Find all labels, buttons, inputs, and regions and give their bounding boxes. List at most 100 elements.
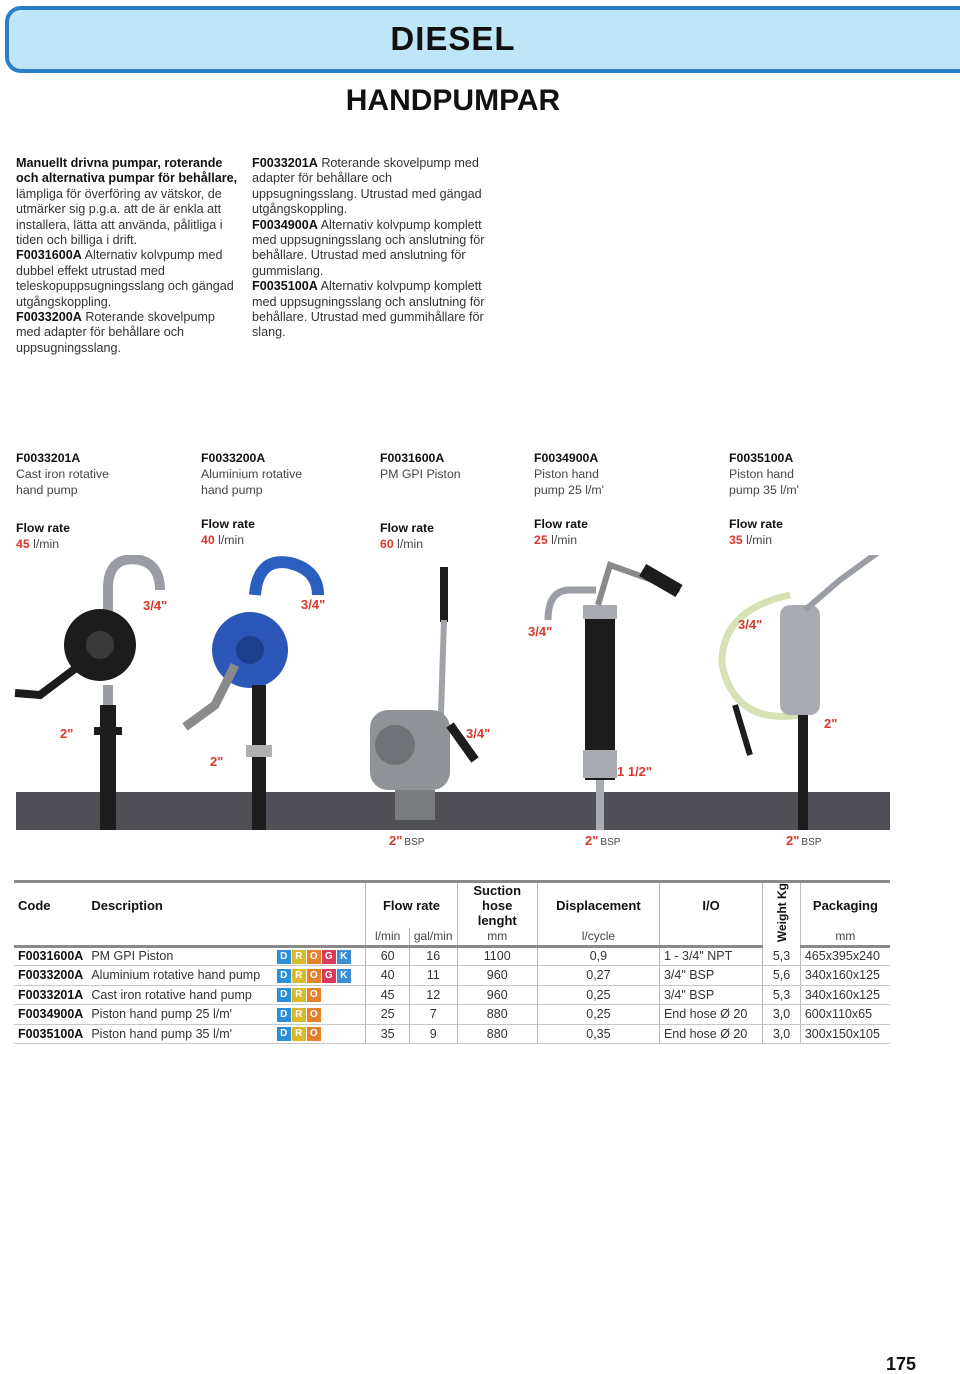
cell-description: Aluminium rotative hand pump: [87, 965, 273, 986]
cell-displacement: 0,35: [536, 1024, 660, 1044]
product-code: F0033201A: [16, 451, 81, 465]
unit-lmin: l/min: [365, 928, 410, 948]
column-header-description: Description: [87, 880, 366, 928]
flow-rate-value: 40 l/min: [201, 532, 302, 548]
cell-packaging: 340x160x125: [799, 965, 890, 986]
cell-suction: 880: [456, 1004, 538, 1025]
inlet-size-label: 2"BSP: [786, 833, 821, 848]
inlet-size-label: 2"BSP: [585, 833, 620, 848]
flow-rate-unit: l/min: [33, 537, 60, 551]
cell-suction: 960: [456, 985, 538, 1005]
cell-packaging: 600x110x65: [799, 1004, 890, 1025]
cell-displacement: 0,25: [536, 985, 660, 1005]
flow-rate-number: 35: [729, 533, 743, 547]
intro-item-code: F0035100A: [252, 279, 318, 294]
cell-displacement: 0,25: [536, 1004, 660, 1025]
weight-header-text: Weight Kg: [774, 883, 789, 942]
thread-type: BSP: [404, 837, 425, 848]
flow-rate-value: 45 l/min: [16, 536, 109, 552]
column-header-weight: Weight Kg: [762, 880, 801, 946]
cell-packaging: 340x160x125: [799, 985, 890, 1005]
cell-weight: 5,3: [762, 946, 801, 966]
cell-code: F0034900A: [14, 1004, 88, 1025]
product-code: F0034900A: [534, 451, 599, 465]
cell-packaging: 300x150x105: [799, 1024, 890, 1044]
flow-rate-number: 60: [380, 537, 394, 551]
cell-displacement: 0,9: [536, 946, 660, 966]
fluid-badge: G: [321, 968, 336, 983]
piston-hand-pump-25-image: [544, 561, 683, 830]
cylinder-size-label: 1 1/2": [617, 764, 653, 779]
fluid-badge: D: [276, 988, 291, 1003]
cell-code: F0035100A: [14, 1024, 88, 1044]
cell-flow-lmin: 25: [365, 1004, 410, 1025]
column-header-code: Code: [14, 880, 88, 928]
cell-weight: 5,6: [762, 965, 801, 986]
flow-rate-unit: l/min: [397, 537, 424, 551]
inlet-size: 2": [389, 833, 403, 848]
weight-unit: Kg: [774, 883, 789, 900]
flow-rate-label: Flow rate: [16, 521, 70, 535]
thread-type: BSP: [600, 837, 621, 848]
title-banner: [5, 6, 960, 73]
column-header-io: I/O: [658, 880, 763, 928]
flow-rate-label: Flow rate: [201, 517, 255, 531]
intro-text-right: F0033201A Roterande skovelpump med adapt…: [252, 156, 492, 341]
intro-item-code: F0033201A: [252, 156, 318, 170]
cell-flow-lmin: 35: [365, 1024, 410, 1044]
cell-weight: 3,0: [762, 1004, 801, 1025]
page-number: 175: [885, 1354, 916, 1374]
unit-suction: mm: [456, 928, 538, 948]
inlet-size-label: 2": [210, 754, 224, 769]
outlet-size-label: 3/4": [301, 597, 326, 612]
fluid-badge: O: [306, 949, 321, 964]
product-name: Piston hand pump 25 l/m': [534, 467, 605, 497]
cell-io: End hose Ø 20: [658, 1004, 763, 1025]
fluid-badge: D: [276, 968, 291, 983]
outlet-size-label: 3/4": [143, 598, 168, 613]
fluid-badge: R: [291, 968, 306, 983]
cell-description: Piston hand pump 35 l/m': [87, 1024, 273, 1044]
fluid-badge: O: [306, 1027, 321, 1042]
flow-rate-value: 25 l/min: [534, 532, 604, 548]
intro-item-code: F0034900A: [252, 217, 318, 232]
intro-text-left: Manuellt drivna pumpar, roterande och al…: [16, 156, 238, 356]
flow-rate-number: 25: [534, 533, 548, 547]
intro-item-code: F0031600A: [16, 248, 82, 263]
cell-description: PM GPI Piston: [87, 946, 273, 966]
piston-pump-image: [370, 567, 479, 820]
inlet-size-label: 2": [60, 726, 74, 741]
intro-lead: Manuellt drivna pumpar, roterande och al…: [16, 156, 238, 186]
intro-item-text: Roterande skovelpump med adapter för beh…: [252, 156, 482, 217]
cell-weight: 5,3: [762, 985, 801, 1005]
flow-rate-number: 45: [16, 537, 30, 551]
product-code: F0033200A: [201, 451, 266, 465]
aluminium-pump-image: [182, 556, 324, 830]
inlet-size-label: 2"BSP: [389, 833, 424, 848]
column-header-displacement: Displacement: [536, 880, 660, 928]
product-caption: F0033200A Aluminium rotative hand pump F…: [201, 450, 302, 548]
cell-flow-lmin: 40: [365, 965, 410, 986]
inlet-size: 2": [786, 833, 800, 848]
cell-flow-galmin: 11: [408, 965, 458, 986]
cell-weight: 3,0: [762, 1024, 801, 1044]
cell-flow-lmin: 45: [365, 985, 410, 1005]
unit-packaging: mm: [799, 928, 890, 948]
product-caption: F0035100A Piston hand pump 35 l/m' Flow …: [729, 450, 799, 548]
product-code: F0031600A: [380, 451, 445, 465]
intro-body: lämpliga för överföring av vätskor, de u…: [16, 186, 223, 248]
product-name: Aluminium rotative hand pump: [201, 467, 303, 497]
hose-size-label: 2": [824, 716, 838, 731]
cell-suction: 880: [456, 1024, 538, 1044]
page-title: DIESEL: [390, 20, 516, 57]
product-caption: F0033201A Cast iron rotative hand pump F…: [16, 450, 109, 552]
